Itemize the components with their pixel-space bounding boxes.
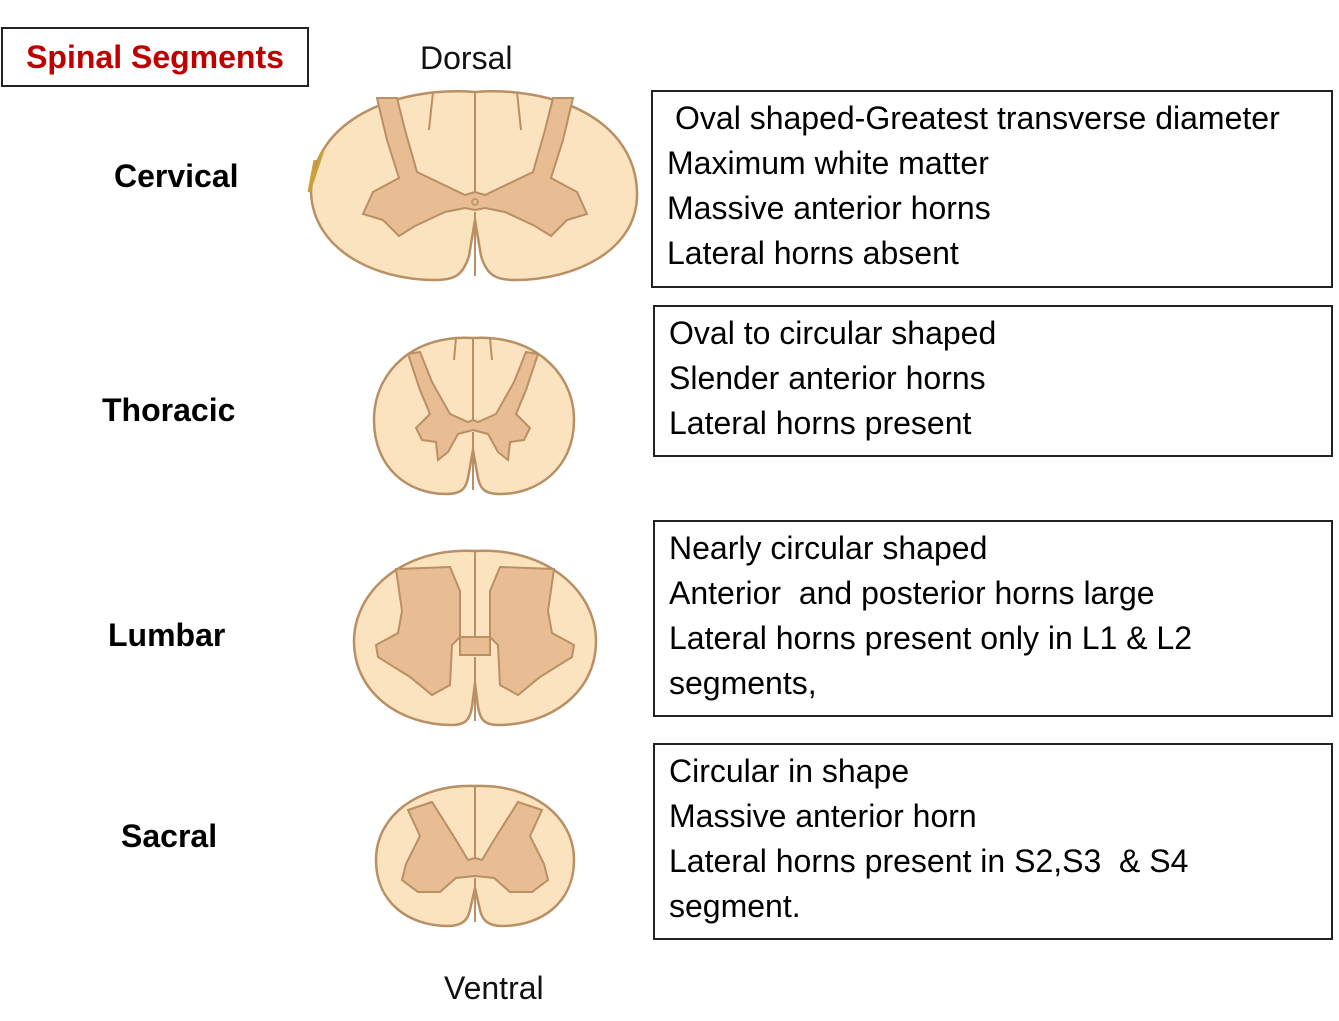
sacral-description-box: Circular in shape Massive anterior horn …	[653, 743, 1333, 940]
sacral-feature: Circular in shape	[669, 753, 910, 789]
sacral-feature: segment.	[669, 888, 801, 924]
sacral-feature: Massive anterior horn	[669, 798, 977, 834]
ventral-label: Ventral	[444, 970, 544, 1006]
thoracic-median-lines	[453, 337, 493, 490]
cervical-cross-section	[307, 90, 639, 282]
lumbar-grey-matter-left	[374, 565, 461, 697]
cervical-description-box: Oval shaped-Greatest transverse diameter…	[651, 90, 1333, 288]
lumbar-commissure	[459, 636, 491, 656]
lumbar-feature: Lateral horns present only in L1 & L2	[669, 620, 1192, 656]
diagram-title: Spinal Segments	[1, 27, 309, 87]
segment-label-sacral: Sacral	[121, 818, 218, 854]
sacral-grey-matter	[400, 800, 550, 893]
dorsal-label: Dorsal	[420, 40, 513, 76]
lumbar-grey-matter-right	[489, 565, 576, 697]
cervical-feature: Lateral horns absent	[667, 235, 959, 271]
lumbar-feature: Anterior and posterior horns large	[669, 575, 1155, 611]
lumbar-feature: segments,	[669, 665, 817, 701]
thoracic-feature: Lateral horns present	[669, 405, 972, 441]
cervical-feature: Maximum white matter	[667, 145, 989, 181]
segment-label-lumbar: Lumbar	[108, 617, 226, 653]
cervical-feature: Oval shaped-Greatest transverse diameter	[675, 100, 1280, 136]
lumbar-description-box: Nearly circular shaped Anterior and post…	[653, 520, 1333, 717]
cervical-root-mark	[307, 149, 325, 193]
segment-label-thoracic: Thoracic	[102, 392, 236, 428]
segment-label-cervical: Cervical	[114, 158, 239, 194]
thoracic-cross-section	[372, 336, 576, 496]
thoracic-feature: Oval to circular shaped	[669, 315, 997, 351]
thoracic-feature: Slender anterior horns	[669, 360, 986, 396]
lumbar-feature: Nearly circular shaped	[669, 530, 988, 566]
cervical-central-canal	[471, 198, 479, 206]
thoracic-description-box: Oval to circular shaped Slender anterior…	[653, 305, 1333, 457]
thoracic-grey-matter	[406, 350, 540, 462]
sacral-cross-section	[374, 784, 576, 928]
cervical-median-lines	[428, 91, 522, 276]
lumbar-cross-section	[352, 549, 598, 727]
cervical-feature: Massive anterior horns	[667, 190, 991, 226]
sacral-feature: Lateral horns present in S2,S3 & S4	[669, 843, 1189, 879]
